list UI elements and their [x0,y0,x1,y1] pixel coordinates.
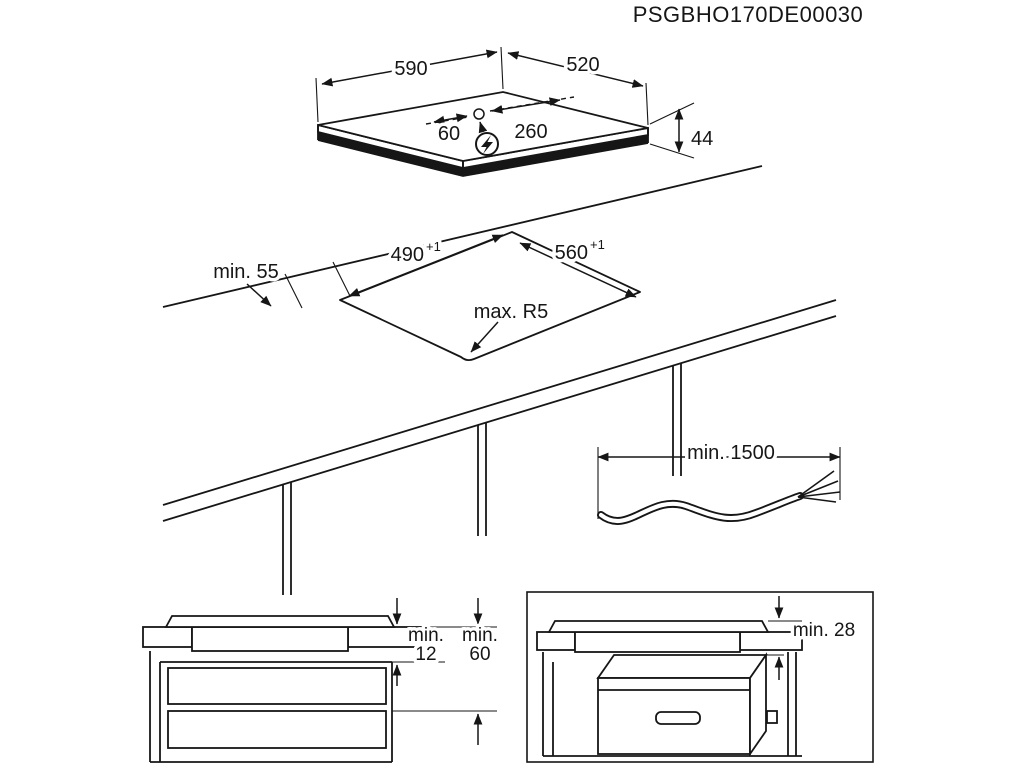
page-title: PSGBHO170DE00030 [633,2,864,27]
worktop-cutout-view [162,165,837,595]
dim-front-clearance-label: min. 55 [213,261,279,283]
oven-side-face [749,652,767,757]
dim-hob-depth [507,51,649,126]
lightning-bolt-icon [481,135,493,154]
dim-drawer-clearances [392,598,483,745]
dim-hob-width-label: 590 [394,58,427,80]
dim-cutout-depth-tolerance: +1 [590,237,605,252]
oven-top-face [596,654,768,679]
mains-cable-drawing [597,447,841,525]
dim-hole-offset-a: 60 [438,123,460,145]
dim-gap60-value: 60 [469,644,490,665]
dim-hob-width [315,46,504,123]
dim-gap60-prefix: min. [462,625,498,646]
power-socket [766,710,778,724]
power-connection [425,96,575,156]
dim-gap12-value: 12 [415,644,436,665]
cable-hole [473,108,485,120]
worktop-cutout-outline [339,231,641,362]
dim-cutout-width-label: 490 [391,244,424,266]
dim-front-clearance [246,261,351,309]
dim-gap12-prefix: min. [408,625,444,646]
hob-section-top-plate-right [547,620,770,633]
hob-section-top-plate [164,615,396,628]
dim-cable-length-label: min. 1500 [687,442,775,464]
drawer-front-upper [167,667,387,705]
dim-hob-thickness [649,102,695,159]
dim-hole-offset-b: 260 [514,121,547,143]
dim-cutout-width-tolerance: +1 [426,239,441,254]
oven-section-view [526,591,874,763]
dim-corner-radius-label: max. R5 [474,301,548,323]
dim-cutout-depth [519,242,637,298]
dim-cutout-width [348,234,504,297]
drawer-front-lower [167,710,387,749]
cabinet-section-view [142,615,497,763]
oven-section-frame [526,591,874,763]
dim-hob-depth-label: 520 [566,54,599,76]
dim-oven-clearance-label: min. 28 [793,620,855,641]
cable-stripped-wires [797,470,841,503]
oven-handle [655,711,701,725]
dim-corner-radius [470,321,499,353]
dim-hob-thickness-label: 44 [691,128,713,150]
hob-isometric-view [317,91,649,177]
dim-cutout-depth-label: 560 [555,242,588,264]
